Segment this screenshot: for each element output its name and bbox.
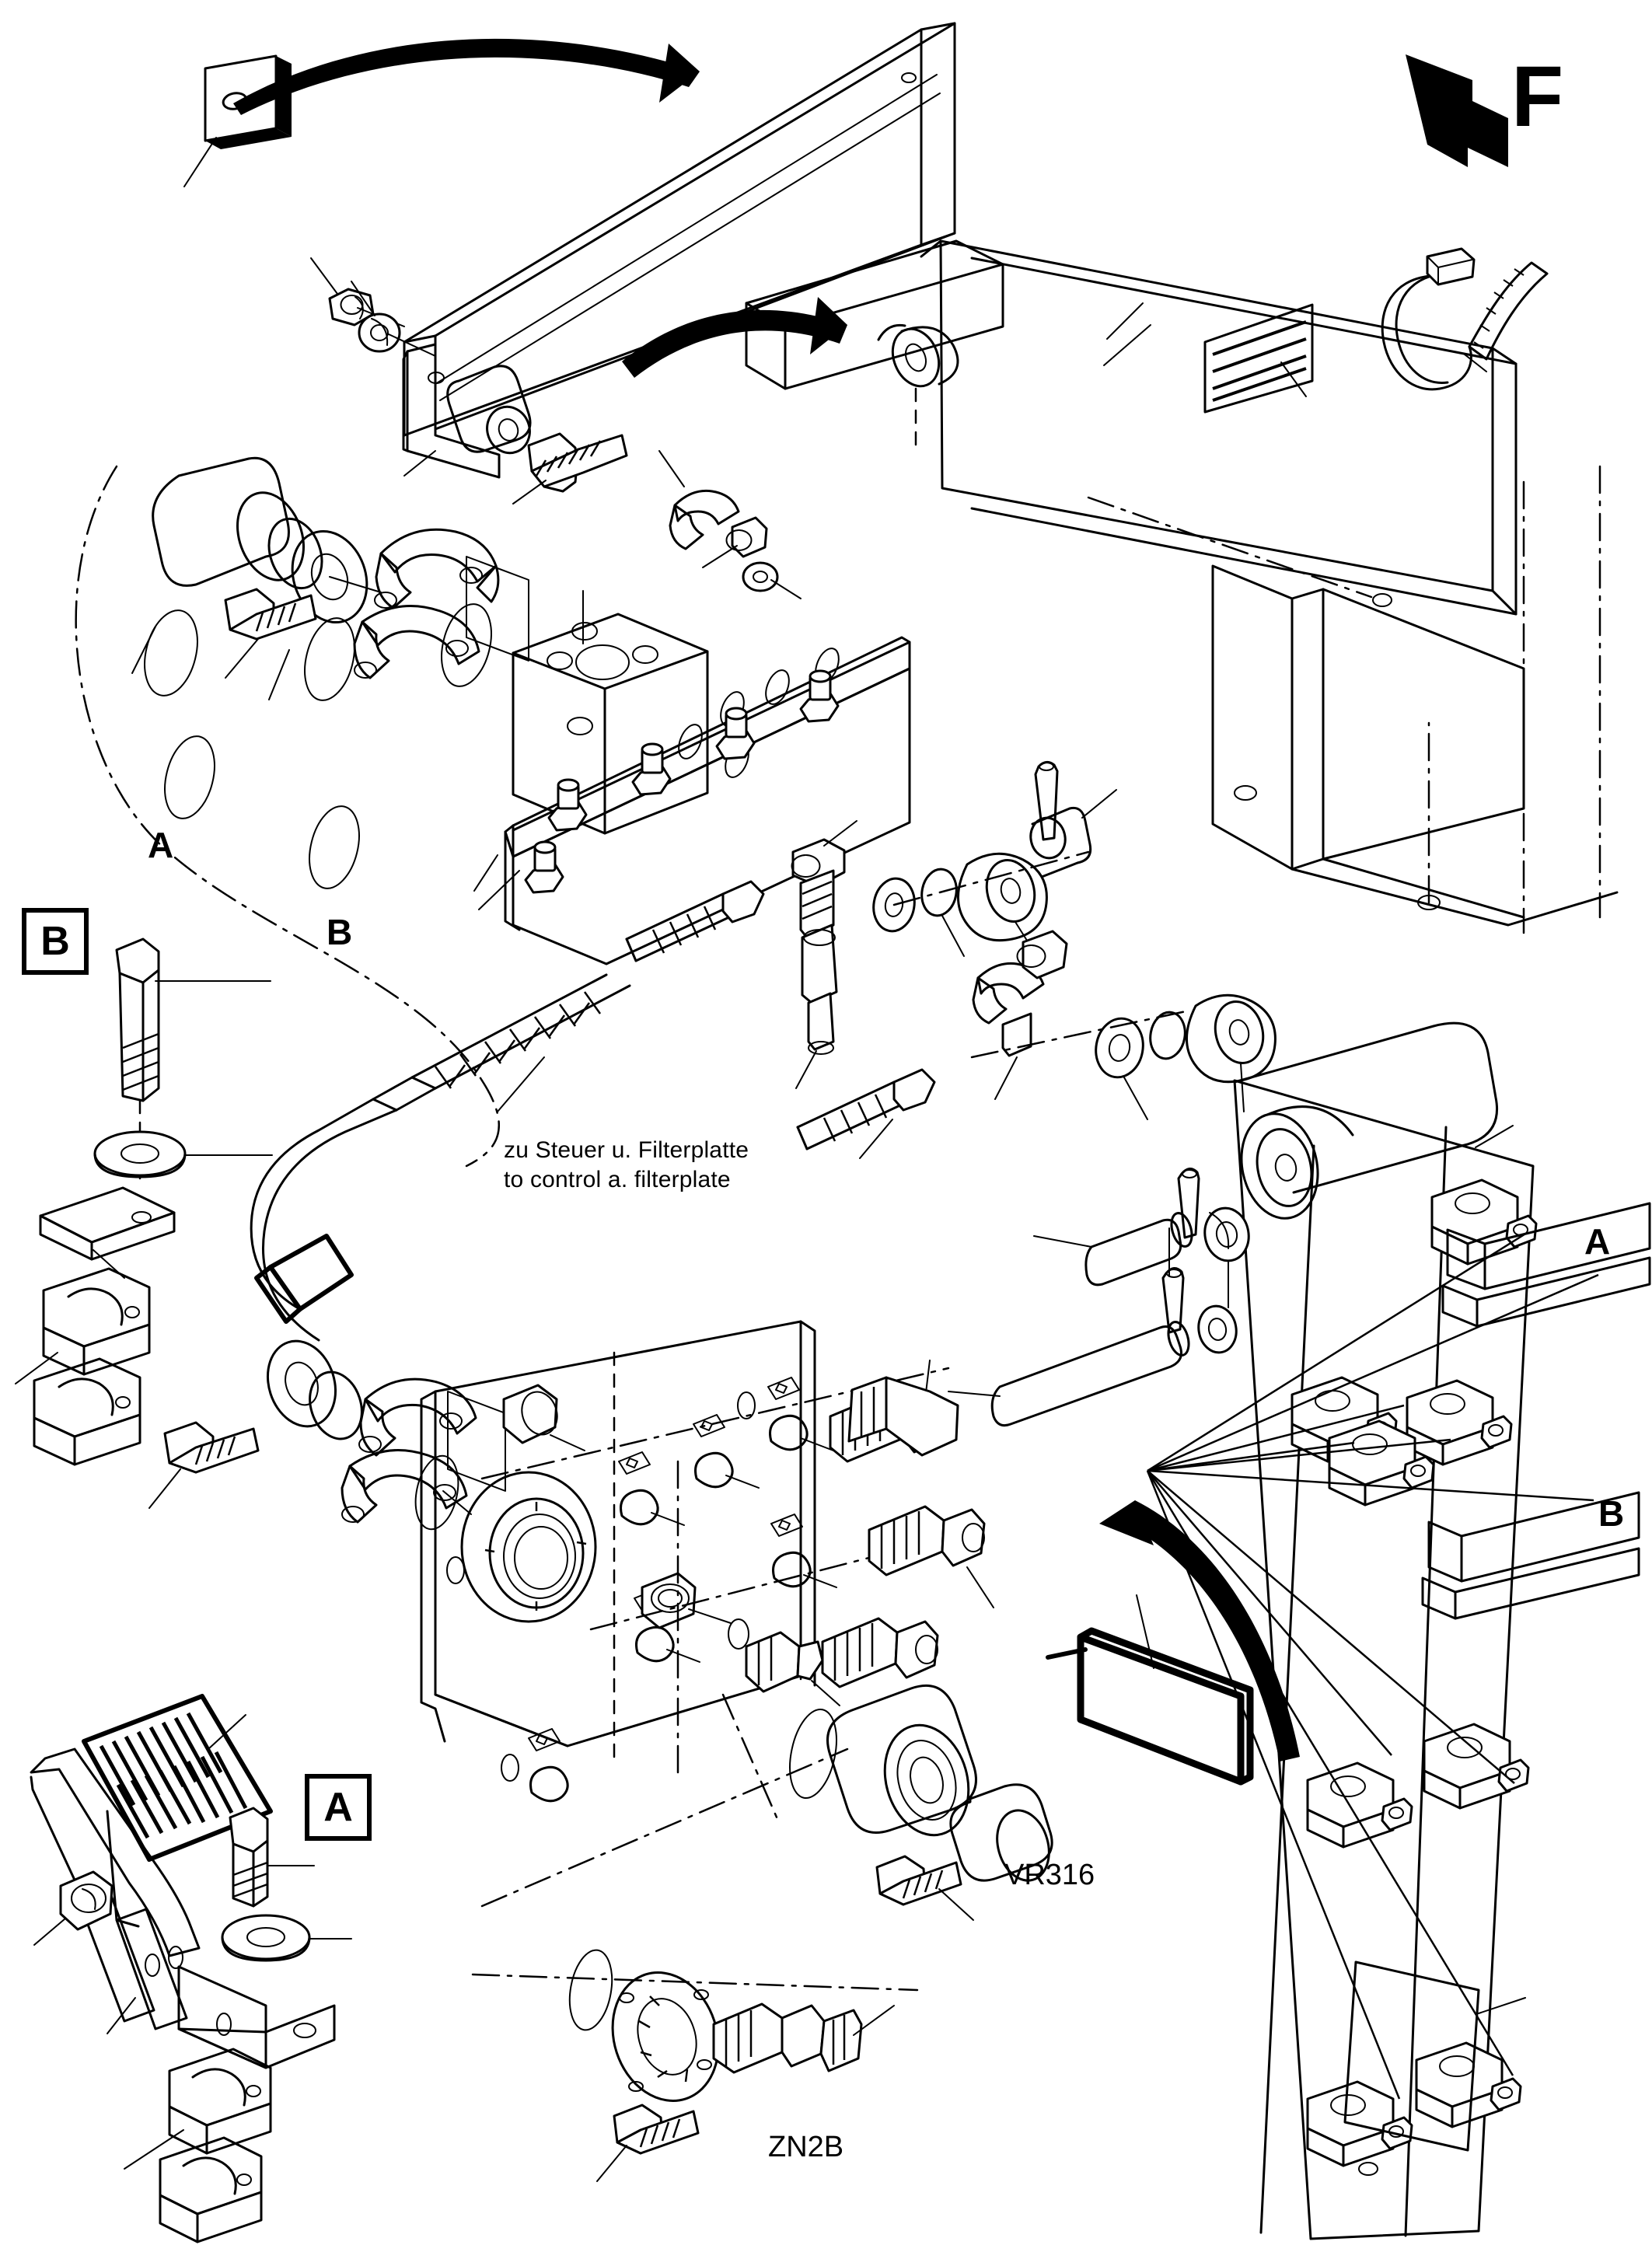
blank-cover-panel bbox=[1046, 1594, 1254, 1786]
nipple-3 bbox=[821, 1617, 939, 1688]
retainer-pin-1 bbox=[1034, 761, 1059, 841]
bracket-with-nut-washer bbox=[310, 257, 628, 505]
mast-pivot-shaft-2 bbox=[948, 1227, 1238, 1427]
orientation-letter-f: F bbox=[1511, 49, 1564, 145]
bottom-bolt bbox=[596, 2104, 700, 2182]
hose-spring-guard-1 bbox=[625, 880, 765, 962]
section-callout-a-boxed: A bbox=[305, 1774, 372, 1841]
bushing-right-2 bbox=[1186, 993, 1277, 1084]
hydraulic-hose-assembly bbox=[148, 973, 631, 1531]
section-callout-b-right: B bbox=[1598, 1493, 1625, 1534]
cap-bolt bbox=[875, 1855, 974, 1921]
bushing-right-1 bbox=[957, 852, 1048, 942]
manifold-mounting-plate bbox=[473, 636, 911, 965]
hose-spring-guard-2 bbox=[796, 1068, 936, 1159]
section-callout-b-boxed: B bbox=[22, 908, 89, 975]
section-b-clamp-2 bbox=[33, 1357, 141, 1466]
part-code-zn2b: ZN2B bbox=[768, 2131, 844, 2163]
clamp-bracket-a bbox=[1441, 1202, 1651, 1328]
assembly-arrow-lower bbox=[1099, 1500, 1300, 1761]
flange-bolt bbox=[224, 588, 317, 679]
hose-end-flange bbox=[266, 1339, 506, 1524]
split-flange-clamp-lower bbox=[353, 605, 480, 679]
tee-elbow-fitting bbox=[658, 450, 802, 599]
cable-tie bbox=[1381, 247, 1549, 391]
pivot-bushing-sleeve bbox=[622, 239, 1144, 449]
part-code-vr316: VR316 bbox=[1004, 1859, 1095, 1891]
grommet-bushing-set bbox=[528, 1377, 837, 1803]
split-flange-hose-joint bbox=[131, 456, 529, 701]
note-control-filterplate-line2: to control a. filterplate bbox=[504, 1167, 731, 1192]
section-callout-a-right: A bbox=[1584, 1221, 1611, 1262]
split-flange-clamp-upper bbox=[374, 528, 500, 609]
manifold-bolts bbox=[547, 669, 840, 832]
section-callout-b-left: B bbox=[327, 912, 353, 952]
hose-flange-bolt bbox=[148, 1421, 260, 1509]
nipple-2 bbox=[868, 1505, 994, 1608]
threaded-nipple-fittings bbox=[745, 1360, 994, 1706]
pedal-bolt bbox=[229, 1807, 315, 1908]
bottom-nipple bbox=[712, 2002, 895, 2074]
bulkhead-flange-ring bbox=[442, 1471, 597, 1623]
plug-fitting bbox=[745, 1631, 840, 1706]
clamp-bracket-b bbox=[1421, 1491, 1640, 1620]
section-b-detail-left bbox=[15, 937, 273, 1466]
flange-ring-gasket bbox=[471, 1949, 919, 2182]
direction-arrow-icon bbox=[1406, 54, 1508, 167]
frame-channel-box bbox=[920, 239, 1619, 934]
hex-bolt-plate bbox=[847, 1376, 959, 1457]
mast-upright-column bbox=[948, 1021, 1651, 2240]
section-b-bolt bbox=[115, 937, 271, 1102]
assembly-arrow-top bbox=[233, 38, 700, 115]
cylinder-end-cap bbox=[480, 1684, 1053, 1921]
cap-plug bbox=[949, 1783, 1053, 1882]
hydraulic-valve-block bbox=[512, 590, 709, 835]
section-b-washer bbox=[93, 1130, 273, 1178]
section-callout-a-left: A bbox=[148, 825, 174, 865]
check-valve-cartridge bbox=[791, 820, 857, 1089]
foot-pedal-treadle bbox=[30, 1694, 352, 2243]
center-fittings-group bbox=[625, 761, 1277, 1159]
pedal-washer bbox=[221, 1914, 352, 1962]
pipe-clamp-blocks bbox=[1291, 1178, 1538, 2167]
pedal-clamp-lower-2 bbox=[159, 2136, 263, 2243]
hex-bolt-top bbox=[512, 432, 628, 505]
note-control-filterplate-line1: zu Steuer u. Filterplatte bbox=[504, 1137, 749, 1163]
mast-top-drum bbox=[1233, 1021, 1498, 1220]
elbow-fitting-2 bbox=[972, 930, 1068, 1100]
